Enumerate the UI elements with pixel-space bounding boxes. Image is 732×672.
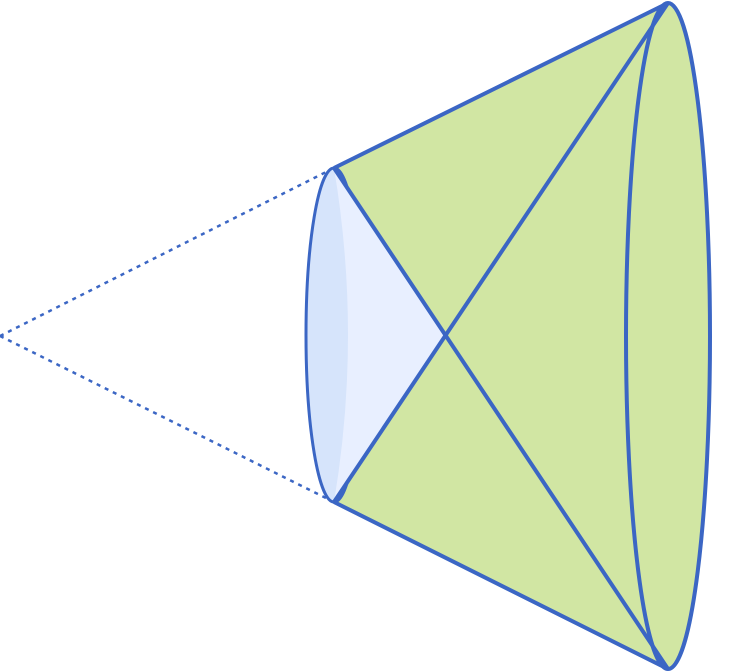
diagonal-bottom-left-to-top-right	[332, 1, 670, 504]
diagonal-top-left-to-bottom-right	[332, 166, 670, 671]
apex-guide-lower	[0, 334, 335, 504]
frustum-top-edge	[333, 1, 669, 170]
inner-triangle-region	[334, 168, 446, 502]
frustum-body	[334, 3, 668, 669]
frustum-bottom-edge	[333, 500, 669, 671]
large-base-ellipse	[624, 1, 712, 671]
apex-guide-upper	[0, 166, 335, 338]
